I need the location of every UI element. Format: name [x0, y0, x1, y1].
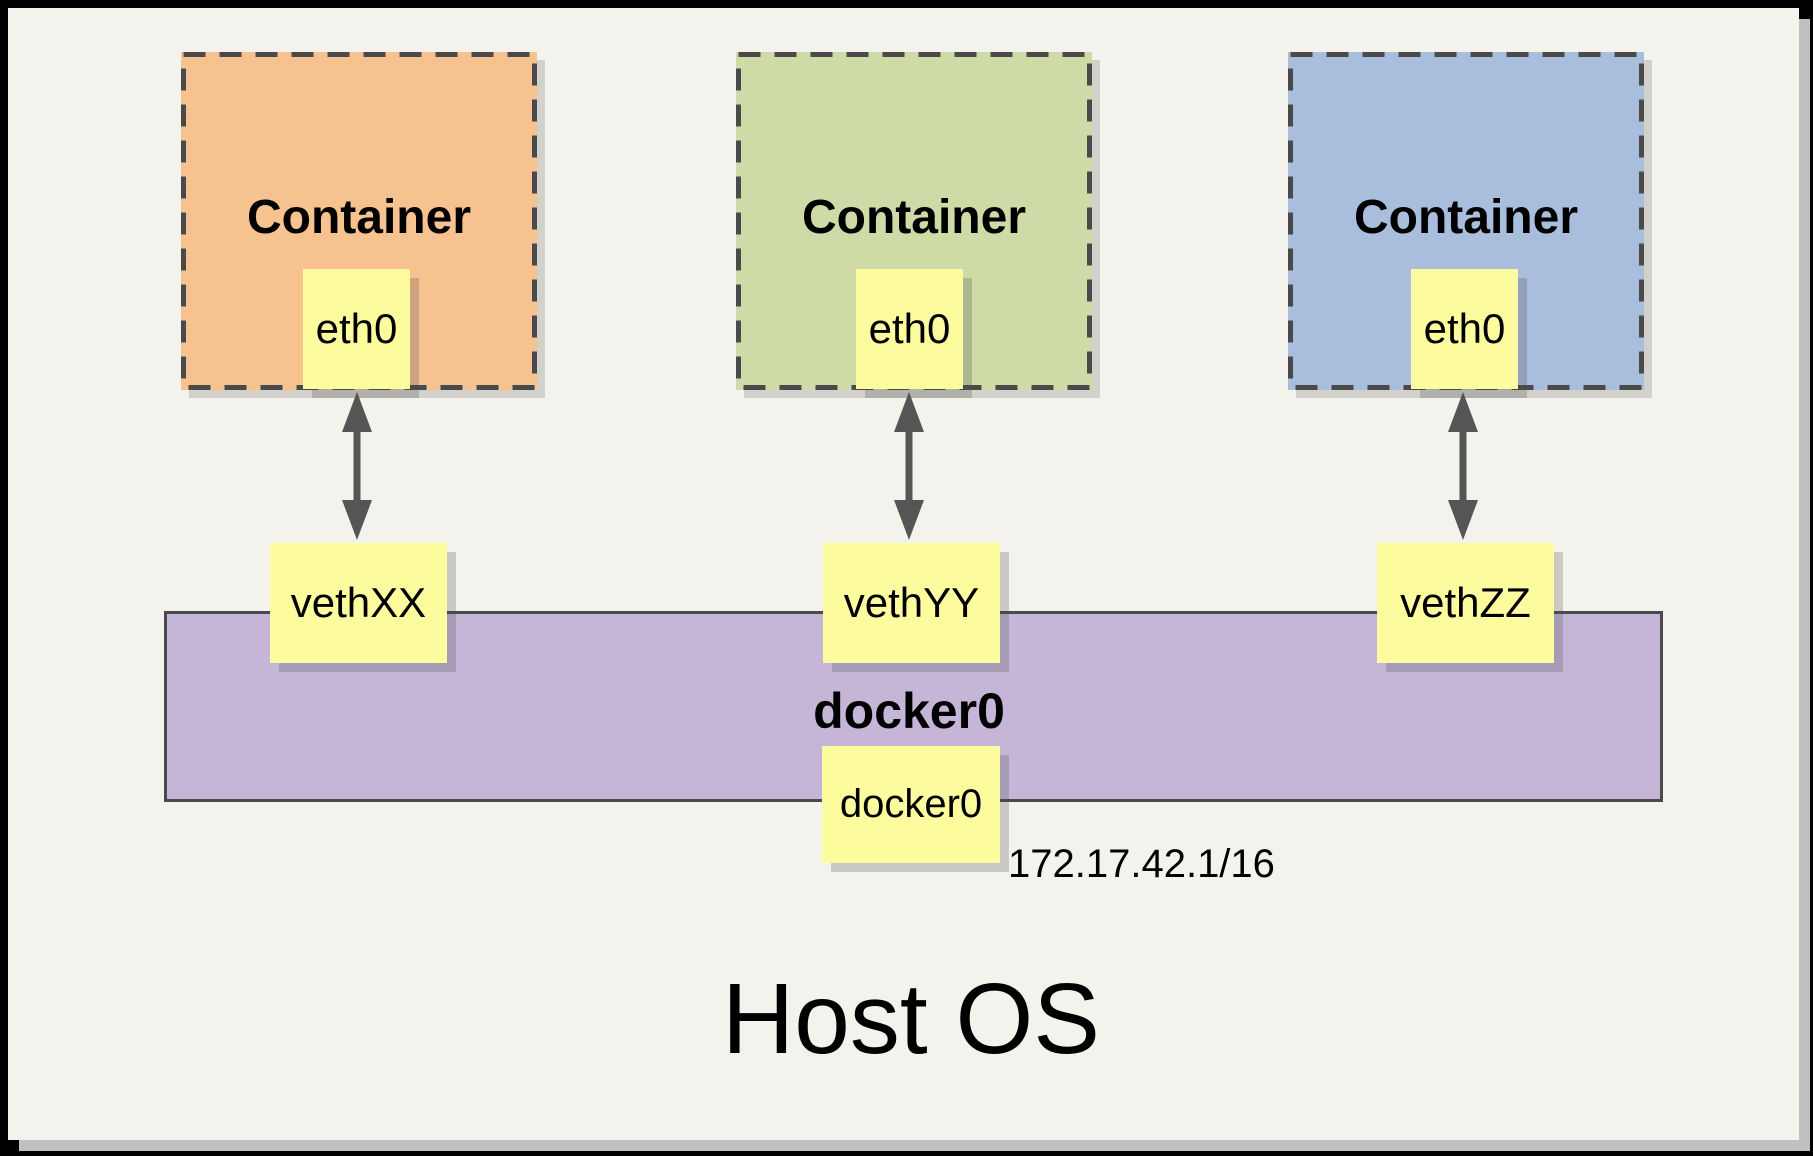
- docker0-interface-box: docker0: [822, 746, 1000, 863]
- bidirectional-arrow-icon: [894, 392, 924, 540]
- container-label: Container: [801, 191, 1026, 244]
- eth0-box-2: eth0: [856, 269, 963, 389]
- bidirectional-arrow-icon: [342, 392, 372, 540]
- veth-box-2: vethYY: [823, 543, 1000, 663]
- host-os-title: Host OS: [722, 963, 1100, 1075]
- eth0-box-3: eth0: [1411, 269, 1518, 389]
- bidirectional-arrow-icon: [1448, 392, 1478, 540]
- veth-box-3: vethZZ: [1377, 543, 1554, 663]
- container-label: Container: [246, 191, 471, 244]
- eth0-box-1: eth0: [303, 269, 410, 389]
- container-label: Container: [1353, 191, 1578, 244]
- bridge-ip-address: 172.17.42.1/16: [1008, 842, 1275, 886]
- veth-box-1: vethXX: [270, 543, 447, 663]
- docker0-bridge-label: docker0: [813, 683, 1005, 739]
